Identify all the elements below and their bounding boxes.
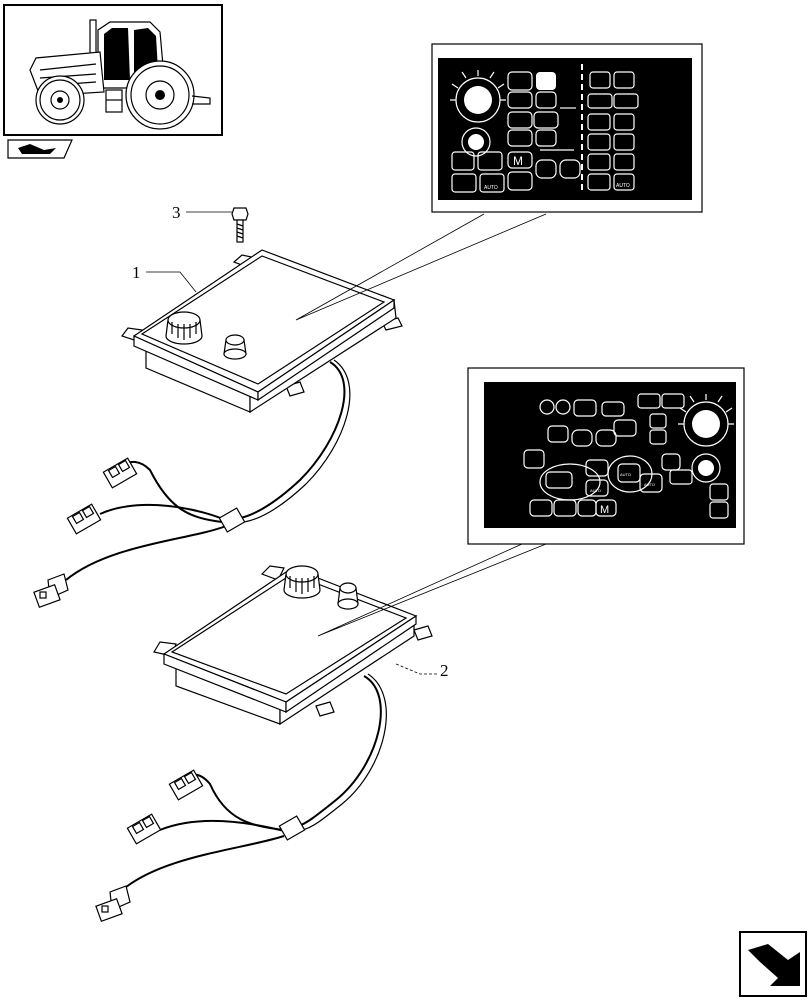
- connector: [168, 769, 204, 801]
- knob-large[interactable]: [165, 311, 203, 345]
- control-unit-1[interactable]: [33, 249, 403, 609]
- arrow-prev-icon[interactable]: [7, 139, 73, 159]
- zoom-line: [295, 213, 547, 321]
- callout-2: 2: [440, 661, 449, 680]
- leader-line: [395, 663, 438, 675]
- auto-label: AUTO: [616, 183, 630, 189]
- knob-small[interactable]: [223, 334, 247, 360]
- connector: [126, 813, 162, 845]
- connector: [33, 573, 69, 609]
- panel-detail-upper: M AUTO AUTO: [431, 43, 703, 213]
- auto-label: AUTO: [484, 185, 498, 191]
- callout-3: 3: [172, 203, 181, 222]
- panel-detail-lower: M AUTO AUTO AUTO: [467, 367, 745, 545]
- leader-line: [146, 271, 197, 293]
- auto-label: AUTO: [644, 482, 655, 487]
- auto-label: AUTO: [620, 472, 631, 477]
- connector: [95, 885, 131, 923]
- knob-large[interactable]: [283, 565, 321, 599]
- control-unit-2[interactable]: [95, 565, 433, 923]
- auto-label: AUTO: [590, 488, 601, 493]
- tractor-thumbnail[interactable]: [3, 4, 223, 159]
- connector: [102, 457, 138, 489]
- connector: [66, 503, 102, 535]
- bolt: [231, 207, 249, 243]
- zoom-line: [317, 543, 547, 637]
- callout-1: 1: [132, 263, 141, 282]
- button-m-label: M: [513, 154, 523, 168]
- arrow-next-icon[interactable]: [739, 931, 807, 997]
- button-m-label: M: [600, 504, 609, 516]
- knob-small[interactable]: [337, 582, 359, 610]
- tractor-icon: [29, 19, 211, 130]
